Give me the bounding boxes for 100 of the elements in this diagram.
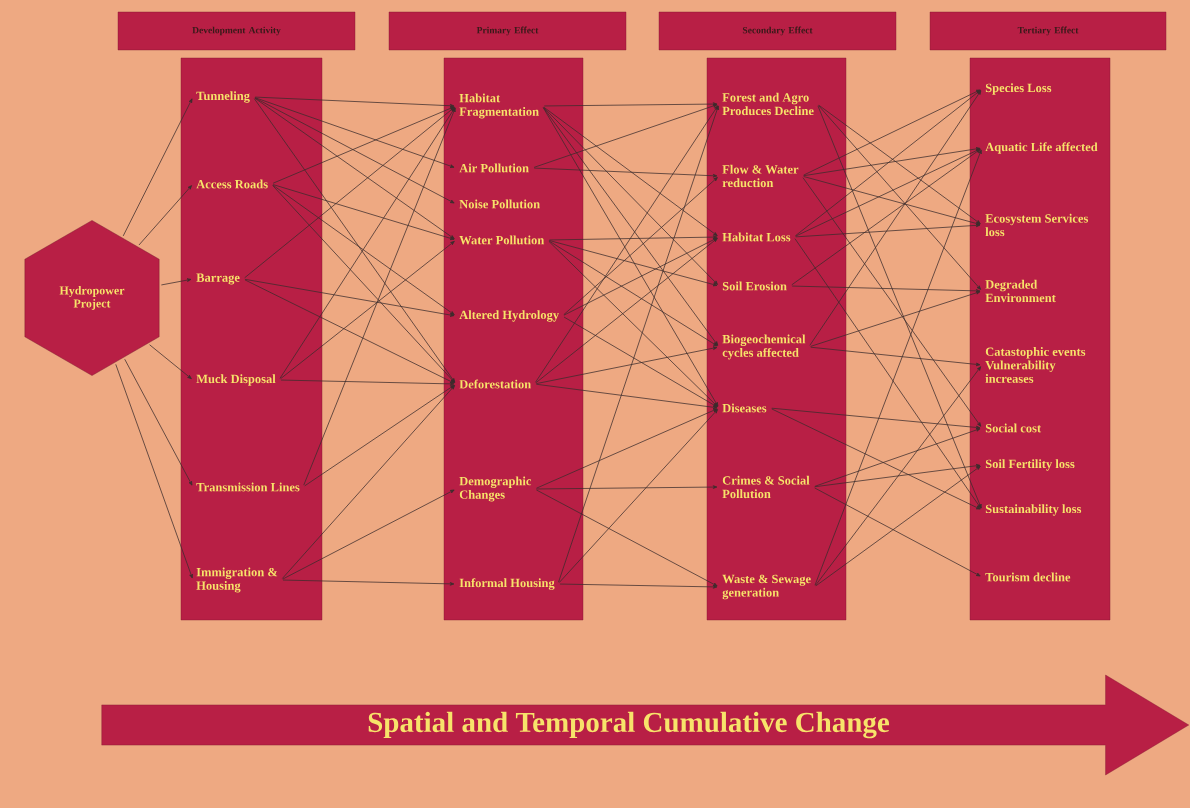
arrow	[160, 278, 192, 286]
arrow	[549, 240, 718, 287]
arrow	[254, 97, 455, 204]
arrow	[818, 105, 982, 290]
effect-label: Degraded Environment	[985, 279, 1056, 303]
arrow	[282, 489, 455, 580]
arrow	[281, 385, 455, 579]
effect-label: Air Pollution	[459, 163, 529, 173]
effect-label: Transmission Lines	[196, 482, 300, 492]
effect-label: Altered Hydrology	[459, 310, 559, 322]
column-band	[180, 57, 323, 621]
arrow	[795, 89, 981, 237]
arrow	[543, 107, 719, 346]
header-box: Secondary Effect	[658, 11, 897, 51]
arrow	[304, 384, 455, 487]
arrow	[244, 279, 455, 384]
arrow	[563, 316, 718, 408]
column-band	[706, 57, 847, 621]
arrow	[533, 167, 718, 178]
header-box: Tertiary Effect	[929, 11, 1167, 51]
arrow	[244, 278, 455, 317]
effect-label: Catastophic events Vulnerability increases	[985, 347, 1086, 383]
effect-label: Tourism decline	[985, 572, 1071, 582]
effect-label: Informal Housing	[459, 578, 555, 590]
column-band	[443, 57, 584, 621]
arrow	[791, 285, 981, 293]
effect-label: Immigration & Housing	[196, 567, 278, 593]
effect-label: Species Loss	[985, 83, 1052, 95]
arrow	[244, 106, 455, 279]
arrow	[303, 107, 456, 486]
arrow	[280, 379, 455, 386]
arrow	[124, 358, 193, 486]
effect-label: Soil Fertility loss	[985, 459, 1075, 471]
arrow	[794, 238, 982, 509]
arrow	[803, 176, 981, 226]
arrow	[254, 97, 455, 168]
arrow	[817, 105, 982, 509]
effect-label: Sustainability loss	[985, 504, 1082, 516]
arrow	[771, 408, 981, 510]
arrow	[272, 185, 455, 383]
arrow	[280, 240, 455, 380]
arrow	[138, 185, 192, 246]
effect-label: Flow & Water reduction	[722, 164, 799, 188]
arrow	[536, 408, 718, 489]
arrow	[549, 235, 718, 241]
arrow	[536, 489, 718, 587]
arrow	[535, 346, 718, 384]
arrow	[272, 106, 455, 184]
effect-label: Habitat Fragmentation	[459, 93, 539, 119]
effect-label: Muck Disposal	[196, 374, 276, 386]
arrow	[282, 579, 455, 586]
arrow	[115, 364, 193, 579]
arrow	[814, 428, 981, 487]
arrow	[543, 106, 718, 237]
effect-label: Diseases	[722, 403, 767, 413]
effect-label: Aquatic Life affected	[985, 142, 1098, 154]
arrow	[558, 409, 718, 583]
arrow	[803, 147, 981, 177]
arrow	[814, 464, 981, 488]
effect-label: Barrage	[196, 273, 240, 285]
arrow	[814, 487, 981, 577]
effect-label: Biogeochemical cycles affected	[722, 334, 806, 360]
effect-label: Water Pollution	[459, 235, 545, 245]
effect-label: Waste & Sewage generation	[722, 574, 811, 600]
arrow	[771, 407, 981, 430]
arrow	[535, 237, 718, 384]
header-box: Development Activity	[117, 11, 356, 51]
hexagon: Hydropower Project	[24, 220, 160, 376]
arrow	[795, 148, 981, 237]
arrow	[795, 223, 981, 238]
arrow	[254, 97, 455, 240]
arrow	[536, 383, 718, 410]
arrow	[272, 184, 455, 316]
effect-label: Deforestation	[459, 379, 531, 389]
arrow	[815, 465, 981, 587]
arrow	[559, 583, 718, 589]
arrow	[254, 96, 455, 108]
arrow	[543, 102, 718, 107]
effect-label: Tunneling	[196, 91, 250, 103]
arrow	[543, 107, 718, 285]
arrow	[818, 104, 981, 225]
arrow	[791, 148, 981, 286]
arrow	[563, 237, 718, 316]
arrow	[548, 241, 718, 407]
arrow	[536, 485, 718, 490]
arrow	[272, 184, 455, 241]
effect-label: Noise Pollution	[459, 199, 540, 209]
effect-label: Crimes & Social Pollution	[722, 475, 810, 499]
arrow	[802, 177, 982, 427]
effect-label: Demographic Changes	[459, 476, 532, 502]
arrow	[558, 105, 719, 583]
arrow	[279, 107, 456, 379]
effect-label: Social cost	[985, 423, 1042, 433]
arrow	[548, 240, 718, 347]
arrow	[253, 98, 456, 383]
effect-label: Access Roads	[196, 179, 268, 189]
arrow	[149, 344, 192, 380]
effect-label: Ecosystem Services loss	[985, 213, 1088, 237]
effect-label: Forest and Agro Produces Decline	[722, 92, 814, 116]
effect-label: Habitat Loss	[722, 232, 791, 242]
